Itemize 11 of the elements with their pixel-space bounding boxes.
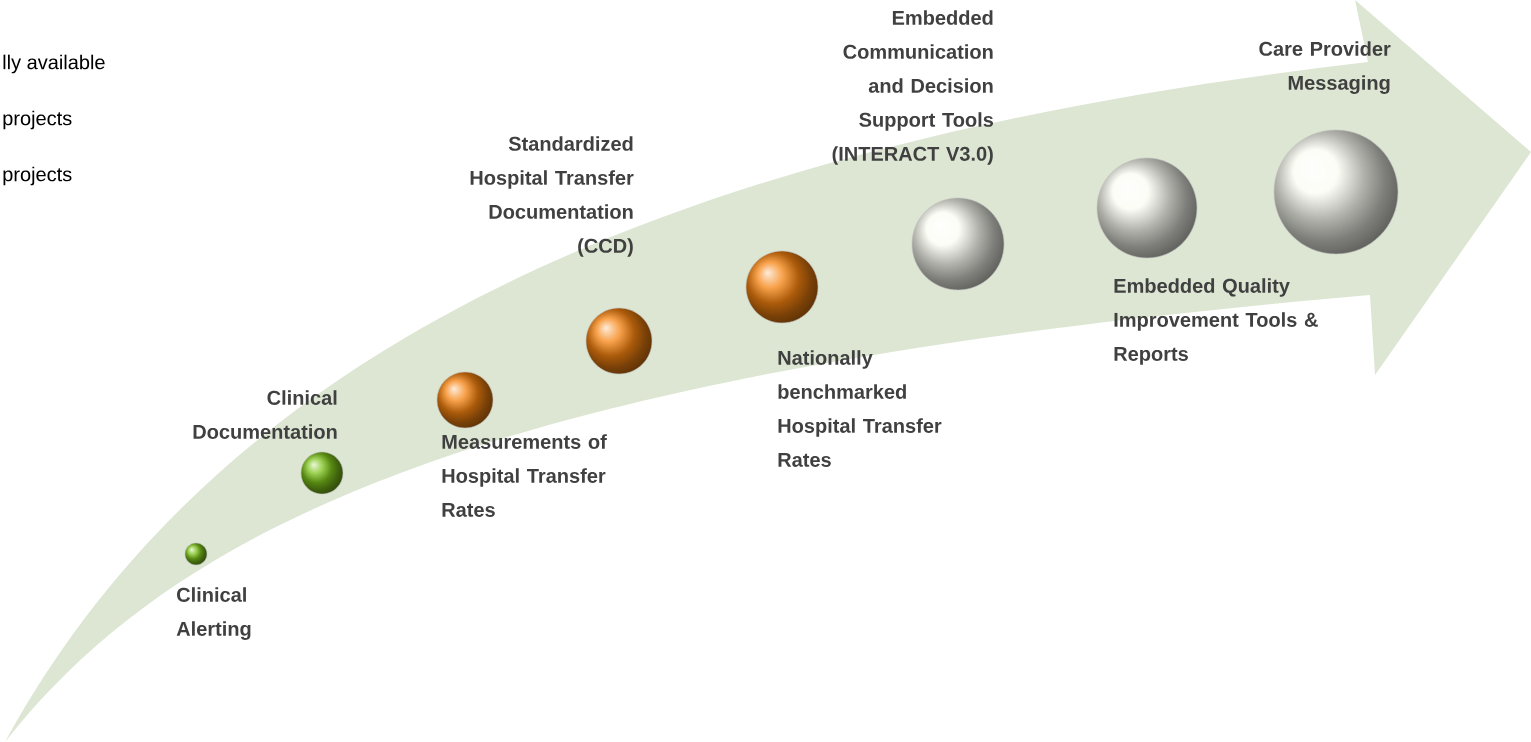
legend-text: lly available bbox=[3, 54, 105, 74]
milestone-label: Measurements of Hospital Transfer Rates bbox=[442, 434, 607, 517]
milestone-label: Clinical Documentation bbox=[193, 390, 337, 439]
milestone-label: Clinical Alerting bbox=[176, 587, 251, 640]
milestone-label: Embedded Communication and Decision Support Tools (INTERACT V3.0) bbox=[832, 10, 994, 165]
legend-text: projects bbox=[3, 110, 72, 130]
legend-text: projects bbox=[3, 166, 72, 186]
milestone-label: Embedded Quality Improvement Tools & Reports bbox=[1114, 278, 1318, 365]
milestone-label: Nationally benchmarked Hospital Transfer Rates bbox=[778, 350, 942, 467]
milestone-label: Care Provider Messaging bbox=[1259, 41, 1391, 94]
milestone-label: Standardized Hospital Transfer Documentation (CCD) bbox=[470, 136, 634, 257]
